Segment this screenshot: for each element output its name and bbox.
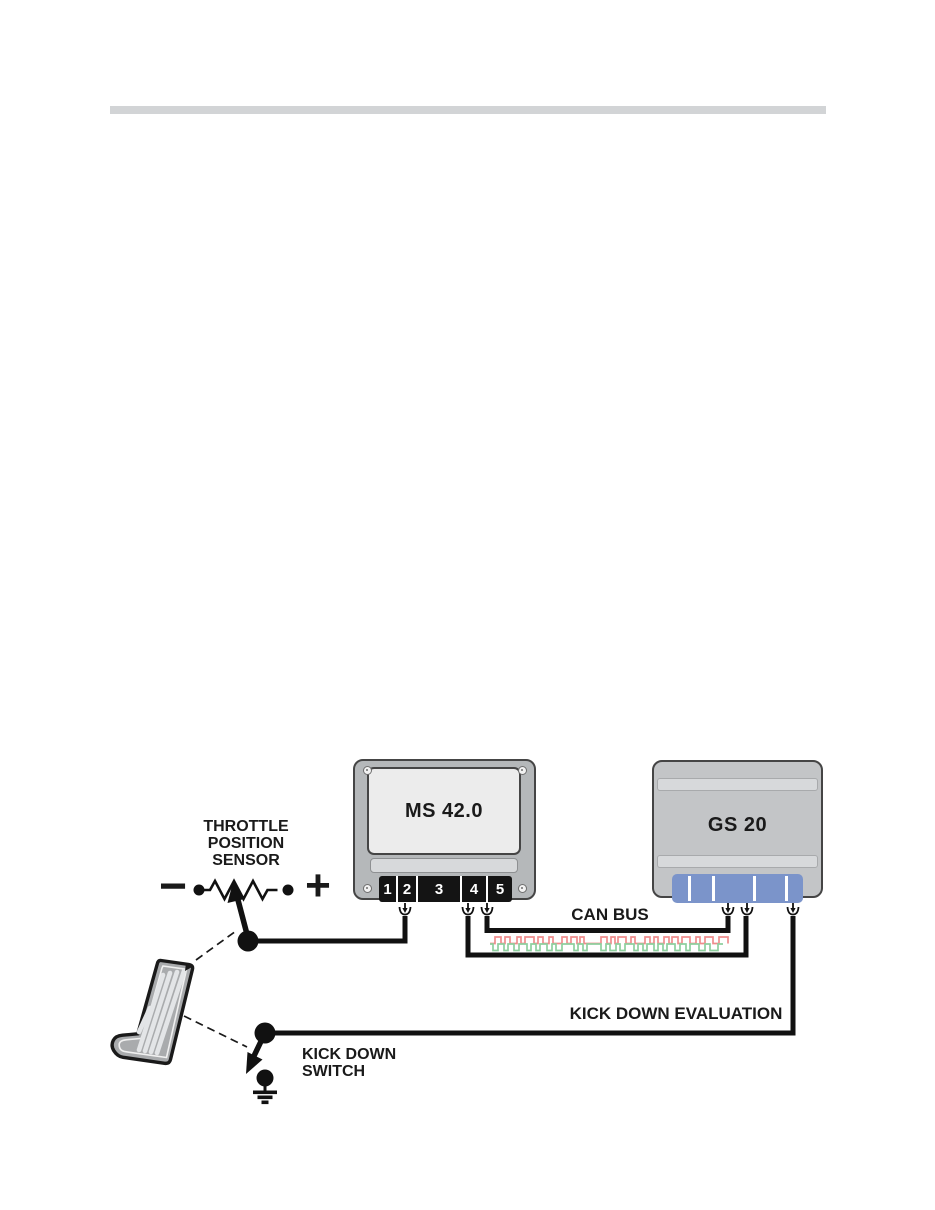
page-divider <box>110 106 826 114</box>
throttle-junction-dot <box>237 930 259 952</box>
dashed-links <box>183 930 248 1048</box>
can-waveform-low <box>490 943 723 952</box>
ground-icon <box>253 1069 277 1105</box>
ms42-label: MS 42.0 <box>405 800 483 822</box>
pedal-stripes <box>136 968 187 1056</box>
socket-icon <box>398 903 412 916</box>
connector-divider <box>688 876 691 901</box>
pin-4: 4 <box>462 876 488 902</box>
can-waveform-high <box>490 936 729 945</box>
pedal-corner-notch <box>185 963 193 971</box>
connector-divider <box>712 876 715 901</box>
pin-5: 5 <box>495 880 505 898</box>
screw-icon <box>518 766 527 775</box>
socket-icon <box>786 903 800 916</box>
kick-down-evaluation-wire <box>267 916 796 1036</box>
resistor-zigzag <box>199 878 278 902</box>
can-waveform-icon <box>490 936 729 952</box>
screw-icon <box>363 884 372 893</box>
socket-icon <box>740 903 754 916</box>
gs20-pin-connector <box>672 874 803 903</box>
pin-3: 3 <box>418 876 462 902</box>
kick-down-switch-icon <box>246 1022 276 1074</box>
wiper-arrowhead <box>227 882 245 903</box>
gs20-band <box>657 778 818 791</box>
can-bus-wire-low <box>465 916 749 958</box>
switch-arrowhead <box>246 1052 263 1074</box>
ms42-connector-strip <box>370 858 518 873</box>
kick-down-evaluation-label: KICK DOWN EVALUATION <box>569 1004 783 1023</box>
throttle-signal-wire <box>250 916 408 944</box>
throttle-label-line: POSITION <box>207 835 285 852</box>
kickdown-junction-dot <box>254 1022 276 1044</box>
connector-divider <box>753 876 756 901</box>
ms42-pin-connector: 1 2 3 4 5 <box>379 876 512 902</box>
potentiometer-icon <box>193 878 294 952</box>
throttle-label-line: SENSOR <box>212 852 280 869</box>
kick-down-switch-label-line: SWITCH <box>302 1063 366 1080</box>
screw-icon <box>363 766 372 775</box>
throttle-label-line: THROTTLE <box>203 818 289 835</box>
pedal-switch-dashed-link <box>183 1015 248 1048</box>
socket-icons <box>398 903 800 916</box>
plus-terminal-label: + <box>305 861 331 910</box>
accelerator-pedal-icon <box>110 958 195 1066</box>
pedal-sensor-dashed-link <box>195 930 237 961</box>
kick-down-switch-label-line: KICK DOWN <box>302 1046 397 1063</box>
ms42-panel <box>367 767 521 855</box>
terminal-dot <box>282 884 294 896</box>
socket-icon <box>480 903 494 916</box>
pedal-rim <box>118 965 188 1059</box>
screw-icon <box>518 884 527 893</box>
pin-2: 2 <box>398 876 418 902</box>
socket-icon <box>721 903 735 916</box>
kick-down-switch-label: KICK DOWN SWITCH <box>302 1046 442 1080</box>
gs20-label: GS 20 <box>707 814 768 836</box>
can-bus-label: CAN BUS <box>571 905 649 924</box>
socket-icon <box>461 903 475 916</box>
can-bus-wire-high <box>484 916 731 933</box>
gs20-band <box>657 855 818 868</box>
minus-terminal-label: − <box>158 859 188 913</box>
pin-1: 1 <box>379 876 398 902</box>
connector-divider <box>785 876 788 901</box>
throttle-position-sensor-label: THROTTLE POSITION SENSOR <box>166 818 326 869</box>
